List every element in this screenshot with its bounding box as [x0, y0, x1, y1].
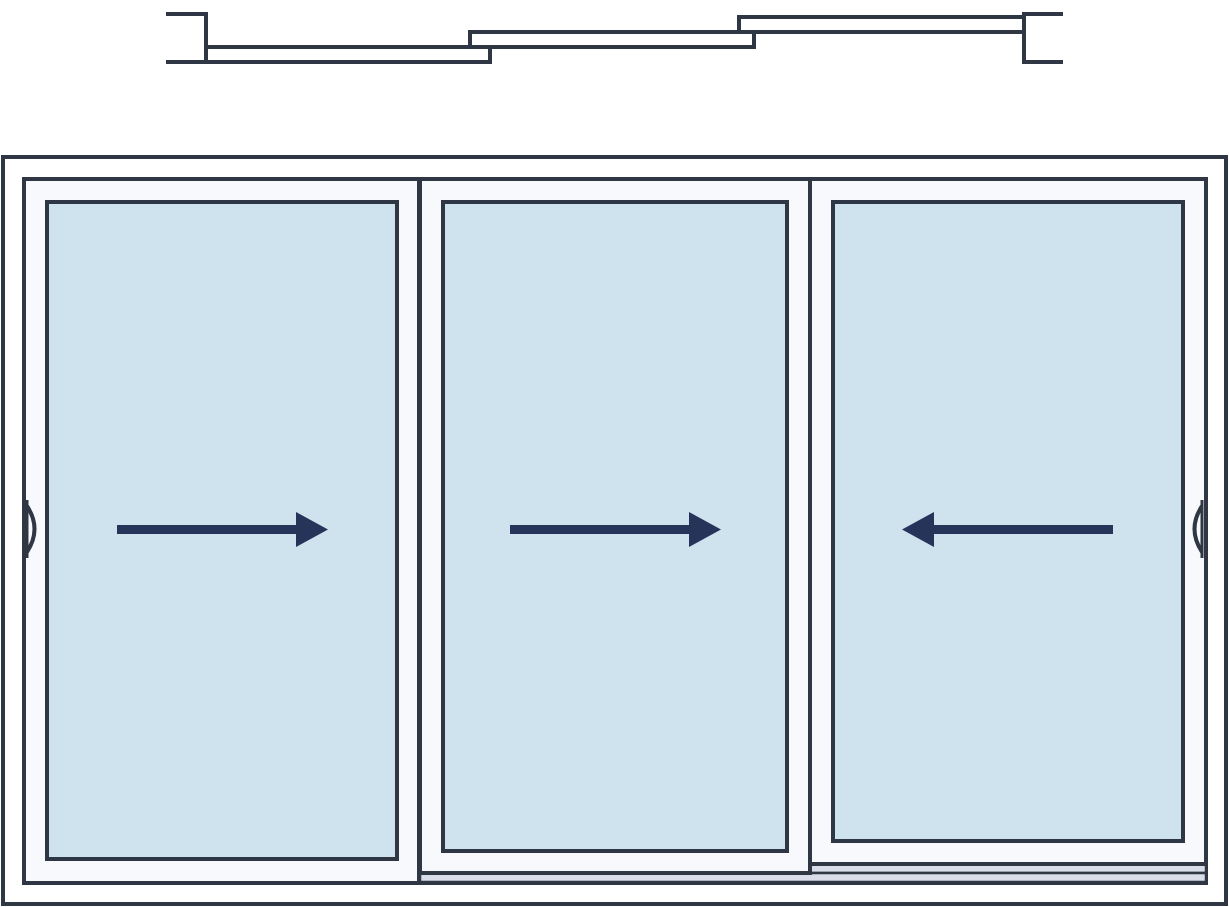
- arrow-left-icon: [902, 512, 1113, 547]
- panel-right-handle-icon: [1192, 504, 1204, 554]
- panel-right-glass: [831, 200, 1185, 843]
- panel-right: [808, 177, 1208, 866]
- plan-panel-left: [204, 45, 492, 64]
- panel-left-handle-icon: [25, 504, 37, 554]
- plan-left-jamb: [166, 12, 208, 64]
- arrow-right-icon: [117, 512, 328, 547]
- arrow-right-icon: [510, 512, 721, 547]
- direction-arrows: [117, 512, 1113, 547]
- plan-view: [166, 12, 1063, 64]
- plan-right-jamb: [1022, 12, 1063, 64]
- elevation-view: [1, 155, 1228, 906]
- plan-panel-center: [468, 30, 756, 49]
- plan-panel-right: [737, 15, 1026, 34]
